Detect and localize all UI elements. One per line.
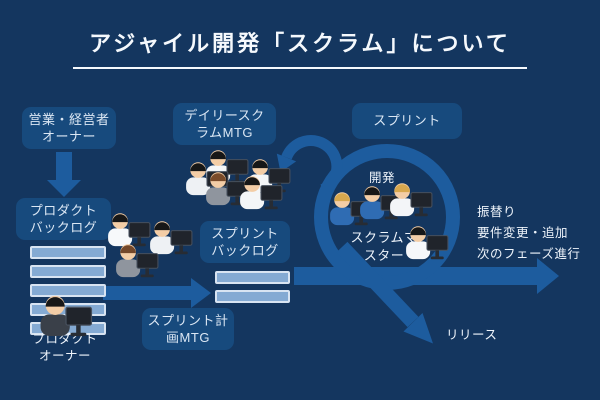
product-backlog-box: プロダクト バックログ <box>16 198 111 240</box>
sprint-box-label: スプリント <box>373 113 441 129</box>
daily-scrum-mtg-box: デイリースク ラムMTG <box>173 103 276 145</box>
product-backlog-item-bar <box>30 265 106 278</box>
planning-right-arrow <box>103 278 211 308</box>
product-backlog-box-line1: プロダクト <box>29 202 98 218</box>
outcome-note-3: 次のフェーズ進行 <box>477 246 581 261</box>
sprint-backlog-item-bar <box>215 290 290 303</box>
sales-owner-box-line1: 営業・経営者 <box>28 111 110 127</box>
development-label: 開発 <box>368 171 395 185</box>
outcome-note-2: 要件変更・追加 <box>477 225 569 240</box>
outcome-notes: 振替り 要件変更・追加 次のフェーズ進行 <box>477 204 580 267</box>
sales-owner-box-line2: オーナー <box>41 129 96 144</box>
page-title: アジャイル開発「スクラム」について <box>73 26 527 69</box>
sprint-backlog-box-line1: スプリント <box>211 225 279 241</box>
sprint-planning-mtg-box: スプリント計 画MTG <box>142 308 234 350</box>
sprint-backlog-item-bar <box>215 271 290 284</box>
dev-team-member-icon <box>388 181 434 221</box>
scrum-master-label: スクラムマ スター <box>350 230 418 263</box>
product-backlog-item-bar <box>30 284 106 297</box>
sprint-loop-ring <box>314 144 460 290</box>
scrum-master-icon <box>404 224 450 264</box>
sales-owner-box: 営業・経営者 オーナー <box>22 107 116 149</box>
daily-scrum-box-line1: デイリースク <box>184 107 265 123</box>
product-backlog-box-line2: バックログ <box>29 220 98 235</box>
product-owner-icon <box>38 293 94 342</box>
product-backlog-item-bar <box>30 246 106 259</box>
sprint-planning-box-line1: スプリント計 <box>147 312 229 328</box>
release-label: リリース <box>446 328 498 342</box>
daily-scrum-team-member-icon <box>238 174 284 214</box>
release-arrow <box>336 241 433 344</box>
sprint-backlog-box-line2: バックログ <box>211 243 279 258</box>
outcome-note-1: 振替り <box>477 205 517 219</box>
sprint-planning-box-line2: 画MTG <box>166 330 210 345</box>
sprint-backlog-box: スプリント バックログ <box>200 221 290 263</box>
planning-team-member-icon <box>114 242 160 282</box>
sprint-box: スプリント <box>352 103 462 139</box>
cycle-arrow-icon <box>276 135 343 195</box>
down-arrow <box>47 152 81 197</box>
daily-scrum-box-line2: ラムMTG <box>196 125 253 140</box>
